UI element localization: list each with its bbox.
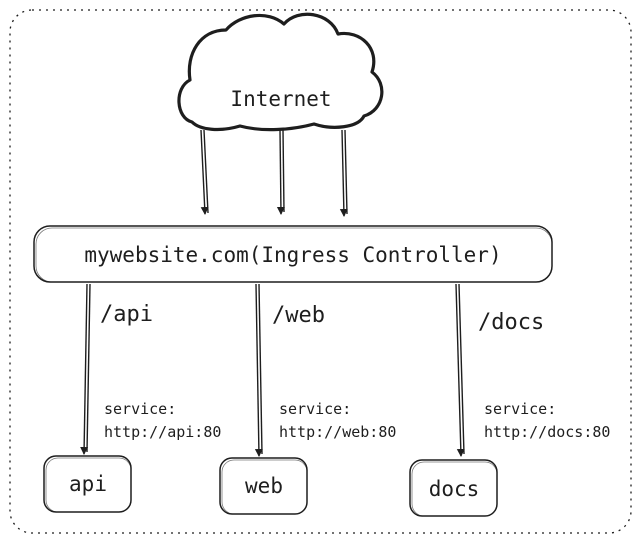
service-arrows — [80, 283, 465, 457]
service-box-web: web — [219, 457, 308, 515]
internet-arrow-middle — [276, 129, 285, 215]
outer-frame — [9, 9, 632, 534]
ingress-controller: mywebsite.com(Ingress Controller) — [33, 225, 553, 283]
internet-arrow-right-shadow — [344, 129, 348, 215]
internet-arrow-left-shadow — [203, 129, 209, 214]
route-path-api: /api — [100, 302, 153, 327]
cloud-shape — [177, 12, 384, 132]
route-path-web: /web — [272, 303, 325, 328]
cloud-label: Internet — [230, 87, 331, 111]
service-box-api: api — [43, 455, 132, 513]
docs-box-label: docs — [429, 477, 480, 501]
service-arrow-web-shadow — [258, 283, 263, 455]
web-box-sketch — [221, 459, 308, 515]
internet-arrow-right — [339, 129, 348, 217]
service-arrow-docs — [455, 283, 465, 457]
service-box-docs: docs — [409, 459, 498, 517]
internet-arrows — [200, 129, 348, 217]
route-path-docs: /docs — [478, 310, 544, 335]
internet-arrow-middle-shadow — [282, 129, 285, 213]
service-docs-line1: service: — [484, 400, 556, 418]
service-api-line2: http://api:80 — [104, 423, 221, 441]
service-arrow-api-shadow — [86, 283, 91, 453]
service-arrow-web — [254, 283, 263, 457]
service-web-line2: http://web:80 — [279, 423, 396, 441]
docs-box-sketch — [411, 461, 498, 517]
service-arrow-api — [80, 283, 89, 455]
api-box-label: api — [69, 472, 107, 496]
web-box-label: web — [245, 474, 283, 498]
internet-arrow-left — [200, 129, 209, 215]
api-box-sketch — [45, 457, 132, 513]
service-arrow-docs-shadow — [458, 283, 465, 455]
service-web-line1: service: — [279, 400, 351, 418]
ingress-box-sketch — [35, 227, 553, 283]
internet-cloud: Internet — [177, 12, 384, 132]
ingress-label: mywebsite.com(Ingress Controller) — [84, 243, 501, 267]
service-api-line1: service: — [104, 400, 176, 418]
service-docs-line2: http://docs:80 — [484, 423, 610, 441]
